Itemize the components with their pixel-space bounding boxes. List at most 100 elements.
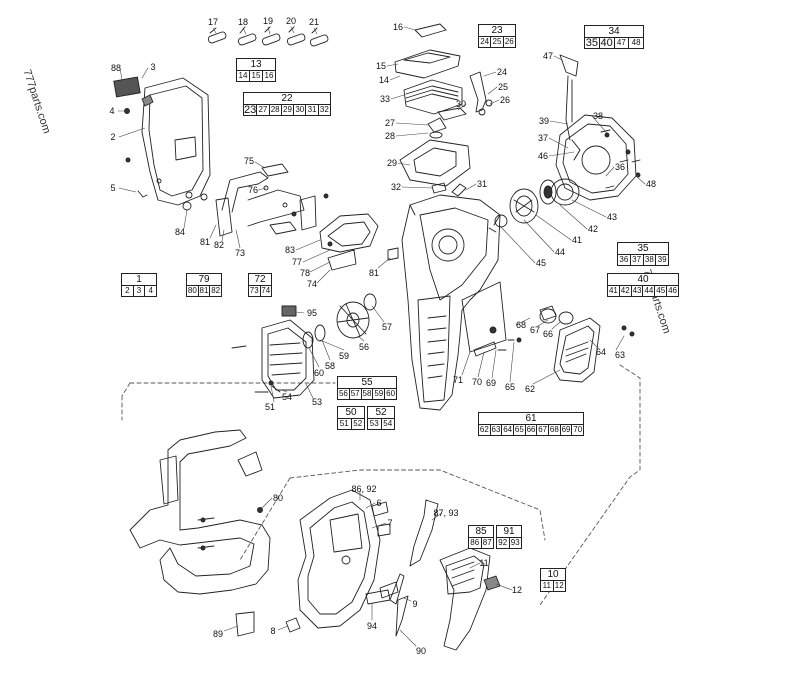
part-group-member: 65 xyxy=(513,425,524,435)
part-callout: 81 xyxy=(368,268,380,278)
part-callout: 4 xyxy=(109,106,115,116)
part-callout: 30 xyxy=(455,99,467,109)
air-filter-assembly xyxy=(394,23,493,197)
dashed-assembly-outline xyxy=(121,364,641,606)
part-group-member: 39 xyxy=(655,255,668,265)
filter-clips-17-21 xyxy=(207,26,329,47)
part-callout: 70 xyxy=(471,377,483,387)
part-group-member: 80 xyxy=(187,286,197,295)
part-group-member: 46 xyxy=(666,286,677,296)
part-group-member: 93 xyxy=(508,538,522,548)
part-group-member: 2 xyxy=(125,286,130,295)
part-group-member: 43 xyxy=(630,286,642,296)
recoil-starter-assembly xyxy=(488,54,641,233)
part-group-member: 68 xyxy=(548,425,559,435)
part-group-member: 74 xyxy=(259,286,271,296)
part-group-member: 51 xyxy=(339,419,349,428)
part-callout: 16 xyxy=(392,22,404,32)
part-callout: 17 xyxy=(207,17,219,27)
backpack-frame xyxy=(129,429,271,595)
part-group-member: 15 xyxy=(249,71,262,81)
part-callout: 88 xyxy=(110,63,122,73)
part-group-number: 72 xyxy=(249,274,271,286)
part-group-member: 32 xyxy=(317,105,330,115)
part-group-member: 82 xyxy=(209,286,221,296)
part-callout: 2 xyxy=(110,132,116,142)
part-callout: 54 xyxy=(281,392,293,402)
part-callout: 5 xyxy=(110,183,116,193)
part-callout: 7 xyxy=(387,518,393,528)
part-group-number: 55 xyxy=(338,377,396,389)
part-callout: 64 xyxy=(595,347,607,357)
part-callout: 48 xyxy=(645,179,657,189)
part-group-member: 52 xyxy=(350,419,365,429)
part-group-member: 29 xyxy=(280,105,293,115)
part-callout: 74 xyxy=(306,279,318,289)
fan-assembly xyxy=(231,293,377,399)
part-callout: 42 xyxy=(587,224,599,234)
part-group-member: 4 xyxy=(144,286,156,296)
part-callout: 80 xyxy=(272,493,284,503)
part-group-member: 45 xyxy=(654,286,666,296)
part-group-number: 35 xyxy=(618,243,668,255)
part-callout: 38 xyxy=(592,111,604,121)
part-callout: 56 xyxy=(358,342,370,352)
part-group-member: 27 xyxy=(256,105,268,115)
part-callout: 68 xyxy=(515,320,527,330)
part-callout: 58 xyxy=(324,361,336,371)
part-callout: 78 xyxy=(299,268,311,278)
part-callout: 43 xyxy=(606,212,618,222)
part-callout: 3 xyxy=(150,62,156,72)
left-side-cover xyxy=(113,76,211,211)
part-group-member: 54 xyxy=(380,419,395,429)
part-callout: 6 xyxy=(376,498,382,508)
part-group-member: 40 xyxy=(598,37,613,49)
part-callout: 81 xyxy=(199,237,211,247)
part-callout: 73 xyxy=(234,248,246,258)
part-group-number: 22 xyxy=(244,93,330,105)
part-callout: 36 xyxy=(614,162,626,172)
part-callout: 75 xyxy=(243,156,255,166)
part-group-number: 61 xyxy=(479,413,583,425)
part-group-number: 50 xyxy=(338,407,364,419)
part-callout: 31 xyxy=(476,179,488,189)
part-group-member: 63 xyxy=(489,425,501,435)
part-group-member: 64 xyxy=(501,425,513,435)
part-group-number: 10 xyxy=(541,569,565,581)
part-group-member: 28 xyxy=(268,105,281,115)
part-group-number: 1 xyxy=(122,274,156,286)
part-callout: 87, 93 xyxy=(433,508,459,518)
part-group-member: 31 xyxy=(305,105,317,115)
part-group-number: 91 xyxy=(497,526,521,538)
part-group-member: 69 xyxy=(559,425,571,435)
part-group-number: 34 xyxy=(585,26,643,38)
part-callout: 90 xyxy=(415,646,427,656)
part-group-member: 30 xyxy=(293,105,305,115)
part-callout: 41 xyxy=(571,235,583,245)
part-group-member: 58 xyxy=(360,389,372,399)
part-callout: 14 xyxy=(378,75,390,85)
part-group-member: 3 xyxy=(132,286,145,296)
part-group-member: 41 xyxy=(608,286,618,295)
part-group-member: 26 xyxy=(502,37,515,47)
part-callout: 66 xyxy=(542,329,554,339)
part-callout: 89 xyxy=(212,629,224,639)
part-group-member: 36 xyxy=(619,255,629,264)
part-group-member: 12 xyxy=(552,581,566,591)
part-callout: 9 xyxy=(412,599,418,609)
part-callout: 59 xyxy=(338,351,350,361)
part-callout: 84 xyxy=(174,227,186,237)
part-group-member: 38 xyxy=(642,255,656,265)
part-callout: 53 xyxy=(311,397,323,407)
